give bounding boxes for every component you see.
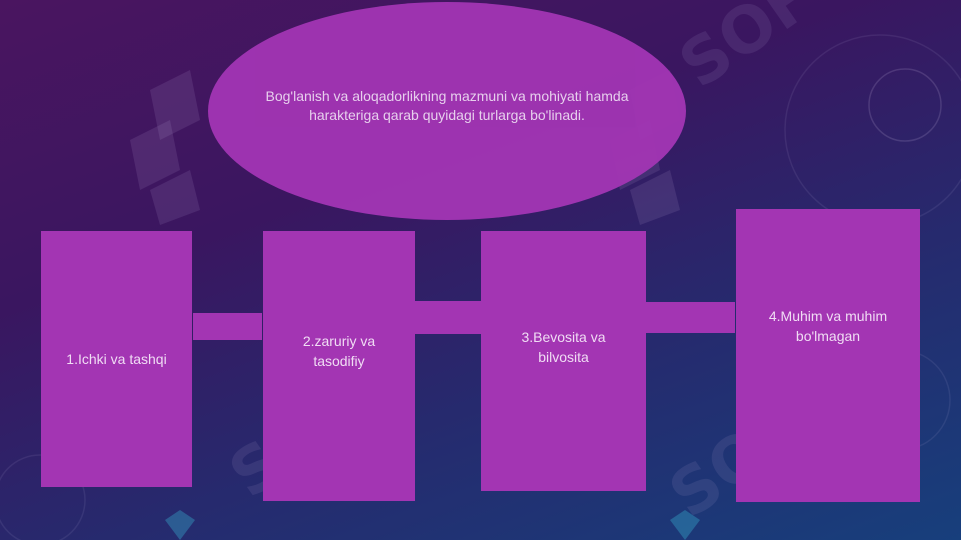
connector-3-4: [642, 302, 735, 333]
category-box-1: 1.Ichki va tashqi: [41, 231, 192, 487]
category-label-4: 4.Muhim va muhim bo'lmagan: [768, 307, 888, 344]
category-label-3: 3.Bevosita va bilvosita: [521, 329, 606, 365]
header-ellipse: Bog'lanish va aloqadorlikning mazmuni va…: [208, 2, 686, 220]
svg-text:SOF: SOF: [667, 0, 828, 103]
category-label-2: 2.zaruriy va tasodifiy: [302, 333, 376, 369]
category-box-2: 2.zaruriy va tasodifiy: [263, 231, 415, 501]
header-text: Bog'lanish va aloqadorlikning mazmuni va…: [265, 88, 629, 123]
category-label-1: 1.Ichki va tashqi: [66, 351, 167, 367]
connector-1-2: [193, 313, 262, 340]
category-box-3: 3.Bevosita va bilvosita: [481, 231, 646, 491]
category-box-4: 4.Muhim va muhim bo'lmagan: [736, 209, 920, 502]
